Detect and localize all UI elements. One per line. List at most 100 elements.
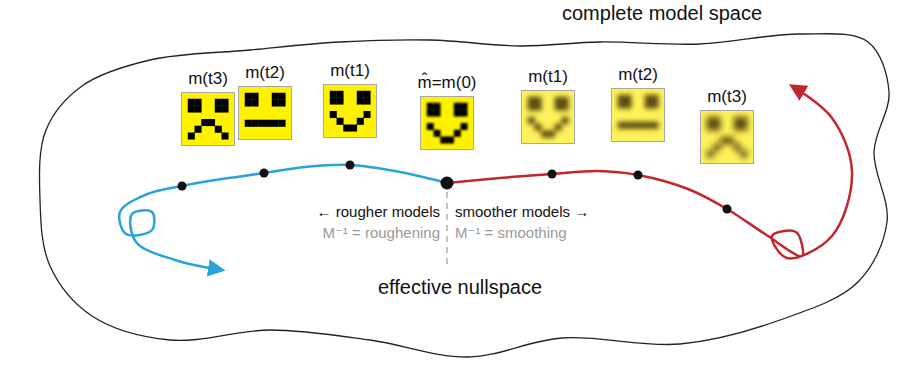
face-pixel bbox=[245, 100, 252, 107]
face-pixel bbox=[548, 131, 555, 138]
model-dot bbox=[723, 205, 732, 214]
face-pixel bbox=[364, 91, 371, 98]
model-label: m(t2) bbox=[245, 63, 285, 83]
model-image: m(t2) bbox=[238, 63, 292, 140]
face-ground bbox=[522, 91, 575, 144]
face-pixels bbox=[245, 93, 286, 127]
face-pixel bbox=[652, 122, 659, 129]
face-pixel bbox=[364, 111, 371, 118]
start-dot bbox=[441, 177, 454, 190]
model-image: m(t1) bbox=[521, 67, 575, 144]
face-pixel bbox=[279, 100, 286, 107]
face-pixel bbox=[427, 103, 434, 110]
face-ground bbox=[701, 111, 754, 164]
face-pixel bbox=[720, 137, 727, 144]
face-pixel bbox=[343, 125, 350, 132]
face-pixel bbox=[645, 95, 652, 102]
face-pixel bbox=[252, 100, 259, 107]
face-pixel bbox=[618, 122, 625, 129]
face-pixels bbox=[618, 95, 659, 129]
face-pixel bbox=[215, 126, 222, 133]
face-pixel bbox=[330, 91, 337, 98]
face-pixel bbox=[330, 98, 337, 105]
face-pixel bbox=[618, 102, 625, 109]
face-pixels bbox=[188, 99, 229, 140]
face-pixel bbox=[555, 97, 562, 104]
face-image bbox=[521, 90, 575, 144]
face-pixel bbox=[714, 144, 721, 151]
face-pixel bbox=[707, 117, 714, 124]
face-pixel bbox=[279, 120, 286, 127]
face-pixel bbox=[279, 93, 286, 100]
model-label: m(t1) bbox=[330, 61, 370, 81]
face-pixel bbox=[645, 102, 652, 109]
direction-label: ← rougher models bbox=[317, 203, 440, 220]
face-pixel bbox=[707, 151, 714, 158]
smooth-trajectory bbox=[447, 86, 852, 258]
model-image: m(t1) bbox=[323, 61, 377, 138]
face-image bbox=[700, 110, 754, 164]
model-dot bbox=[634, 171, 643, 180]
face-image bbox=[420, 96, 474, 150]
region-border bbox=[39, 34, 889, 357]
operator-label: M⁻¹ = smoothing bbox=[455, 224, 567, 242]
face-pixel bbox=[741, 151, 748, 158]
face-pixel bbox=[337, 118, 344, 125]
face-pixel bbox=[734, 117, 741, 124]
face-pixels bbox=[427, 103, 468, 144]
model-label: m(t1) bbox=[528, 67, 568, 87]
model-image: m̂=m(0) bbox=[417, 73, 476, 150]
face-pixel bbox=[535, 97, 542, 104]
model-label: m(t3) bbox=[707, 87, 747, 107]
face-pixel bbox=[555, 124, 562, 131]
face-image bbox=[238, 86, 292, 140]
face-pixel bbox=[195, 99, 202, 106]
region-name: effective nullspace bbox=[378, 276, 542, 299]
face-pixel bbox=[555, 104, 562, 111]
face-pixel bbox=[652, 95, 659, 102]
face-pixel bbox=[357, 91, 364, 98]
face-pixel bbox=[707, 124, 714, 131]
face-pixel bbox=[195, 126, 202, 133]
face-pixel bbox=[188, 106, 195, 113]
face-pixel bbox=[208, 119, 215, 126]
face-pixel bbox=[350, 125, 357, 132]
face-pixel bbox=[195, 106, 202, 113]
face-pixel bbox=[265, 120, 272, 127]
face-pixel bbox=[454, 130, 461, 137]
model-image: m(t2) bbox=[611, 65, 665, 142]
face-pixel bbox=[727, 137, 734, 144]
face-pixel bbox=[741, 124, 748, 131]
face-pixel bbox=[461, 123, 468, 130]
face-pixel bbox=[734, 144, 741, 151]
face-pixel bbox=[188, 99, 195, 106]
face-ground bbox=[421, 97, 474, 150]
face-pixel bbox=[272, 120, 279, 127]
face-pixel bbox=[222, 133, 229, 140]
face-pixels bbox=[528, 97, 569, 138]
model-dot bbox=[346, 161, 355, 170]
face-pixel bbox=[562, 117, 569, 124]
face-pixel bbox=[625, 95, 632, 102]
face-pixel bbox=[528, 117, 535, 124]
face-pixel bbox=[461, 110, 468, 117]
face-pixel bbox=[625, 102, 632, 109]
face-pixel bbox=[528, 97, 535, 104]
face-pixel bbox=[535, 104, 542, 111]
face-pixel bbox=[618, 95, 625, 102]
model-label: m̂=m(0) bbox=[417, 73, 476, 93]
face-ground bbox=[239, 87, 292, 140]
face-pixel bbox=[741, 117, 748, 124]
face-pixel bbox=[454, 110, 461, 117]
face-image bbox=[181, 92, 235, 146]
face-pixel bbox=[337, 98, 344, 105]
face-pixel bbox=[215, 99, 222, 106]
face-ground bbox=[612, 89, 665, 142]
face-pixel bbox=[245, 93, 252, 100]
face-pixel bbox=[440, 137, 447, 144]
face-pixel bbox=[631, 122, 638, 129]
face-pixel bbox=[447, 137, 454, 144]
